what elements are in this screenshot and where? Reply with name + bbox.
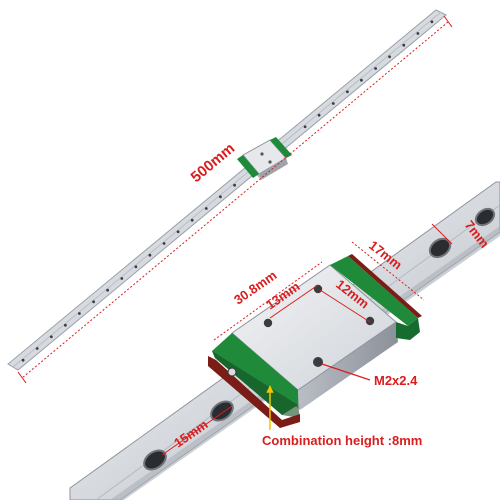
rail-hole xyxy=(317,113,321,117)
closeup-view: 30.8mm 13mm 12mm 17mm 7mm M2x2.4 15mm xyxy=(69,181,500,500)
rail-hole xyxy=(346,90,349,94)
rail-hole xyxy=(64,323,67,327)
rail-hole xyxy=(219,195,222,199)
rail-hole xyxy=(331,102,335,105)
rail-hole xyxy=(148,253,152,257)
rail-hole xyxy=(49,335,53,339)
screw-size-label: M2x2.4 xyxy=(374,373,418,388)
end-seal-right xyxy=(330,256,418,326)
rail-holes-closeup xyxy=(143,207,496,471)
carriage-block xyxy=(208,254,422,428)
rail-hole xyxy=(120,277,124,280)
dimension-screw-size: M2x2.4 xyxy=(321,363,418,388)
rail-hole xyxy=(416,32,420,35)
dimension-combination-height: Combination height :8mm xyxy=(262,385,422,448)
mount-hole xyxy=(263,318,273,328)
grease-nipple xyxy=(227,367,237,377)
rail-hole xyxy=(92,300,95,304)
rail-hole xyxy=(430,20,434,24)
rail-hole xyxy=(303,125,307,129)
rail-hole xyxy=(233,183,237,187)
combination-height-label: Combination height :8mm xyxy=(262,433,422,448)
rail-hole xyxy=(374,67,377,70)
rail-length-dimension xyxy=(21,21,449,379)
rail-hole xyxy=(176,230,180,234)
rail-hole xyxy=(21,358,25,362)
rail-hole xyxy=(162,242,166,245)
rail-holes-overview xyxy=(21,20,434,362)
rail-length-label: 500mm xyxy=(188,140,239,186)
mount-hole xyxy=(313,284,323,294)
rail-hole xyxy=(78,312,81,315)
rail-hole xyxy=(35,347,39,350)
center-screw-hole xyxy=(313,357,323,367)
rail-hole xyxy=(360,78,363,82)
rail-hole xyxy=(134,265,138,269)
rail-hole xyxy=(204,207,208,210)
rail-hole xyxy=(402,43,406,47)
rail-hole xyxy=(106,288,109,292)
mount-hole xyxy=(365,316,375,326)
rail-hole xyxy=(190,218,194,222)
rail-hole xyxy=(388,55,391,59)
